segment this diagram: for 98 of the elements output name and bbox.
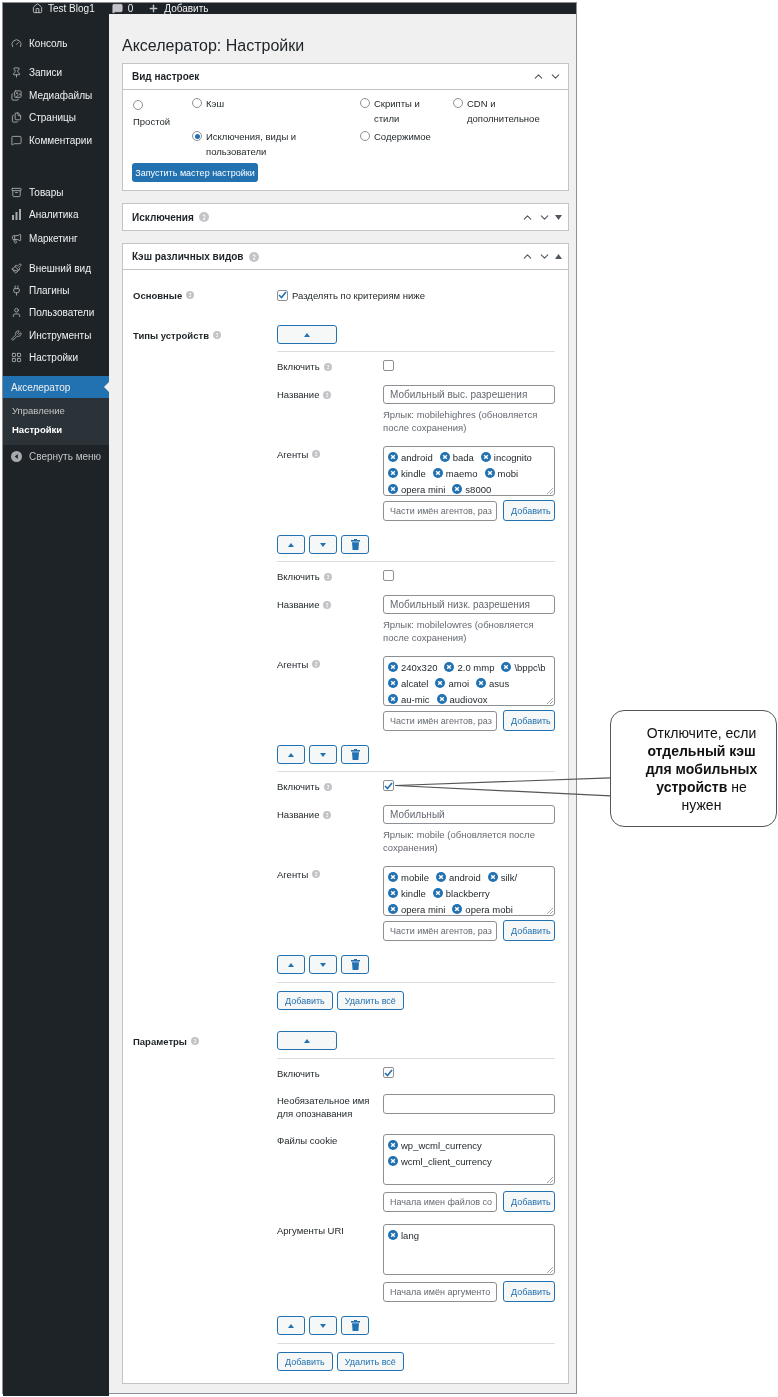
agent-name: incognito [493,451,532,463]
menu-item: Настройки [29,351,79,363]
option-label: Кэш [206,97,224,111]
field-label: Файлы cookie [277,1134,338,1147]
section-label: Типы устройств [133,329,209,341]
agent-name: blackberry [445,887,490,899]
delete-all-button: Удалить всё [336,991,404,1010]
active-menu-item: Акселератор [3,376,109,398]
option-label: Простой [133,115,171,129]
agent-name: maemo [445,467,478,479]
cookie-name: wcml_client_currency [401,1155,492,1167]
agent-name: opera mobi [465,903,513,915]
hint-text: Ярлык: mobile (обновляется после сохранения) [383,828,536,854]
add-button: Добавить [503,1191,555,1212]
agent-name: mobi [497,467,519,479]
input-field: Части имён агентов, раз [383,500,497,521]
panel-title: Исключения [132,211,194,223]
agent-name: silk/ [500,871,518,883]
section-label: Параметры [133,1035,187,1047]
agent-name: au-mic [401,693,430,705]
field-label: Аргументы URI [277,1224,344,1237]
agent-name: asus [489,677,510,689]
menu-item: Аналитика [29,208,79,220]
menu-item: Записи [29,66,63,78]
field-label: Агенты [277,657,309,671]
add-button: Добавить [277,1352,333,1371]
field-label: Включить [277,1067,320,1080]
panel-title: Вид настроек [132,71,200,82]
input-field: Начала имён аргументо [383,1281,497,1302]
field-label: Название [277,808,320,821]
agent-name: 2.0 mmp [457,661,495,673]
option-label: Содержимое [374,130,431,144]
agent-name: mobile [401,871,429,883]
agent-name: \bppc\b [514,661,546,673]
input-field: Части имён агентов, раз [383,920,497,941]
field-label: Включить [277,570,320,583]
agent-name: kindle [401,467,426,479]
agent-name: opera mini [401,903,446,915]
new-item-link: Добавить [164,3,209,14]
agent-name: 240x320 [401,661,438,673]
input-field: Части имён агентов, раз [383,710,497,731]
agent-name: audiovox [449,693,488,705]
add-button: Добавить [503,1281,555,1302]
menu-item: Страницы [29,111,76,123]
agent-name: android [449,871,481,883]
page-title: Акселератор: Настройки [122,36,306,56]
agent-name: alcatel [401,677,429,689]
input-field: Мобильный низк. разрешения [383,595,555,614]
field-label: Необязательное имя для опознавания [277,1094,371,1120]
field-label: Название [277,598,320,611]
field-label: Агенты [277,867,309,881]
menu-item: Свернуть меню [29,450,102,462]
menu-item: Консоль [29,37,68,49]
add-button: Добавить [503,710,555,731]
option-label: Скрипты и стили [374,97,421,126]
input-field: Мобильный [383,805,555,824]
agent-name: kindle [401,887,426,899]
callout-pointer [394,777,612,797]
menu-item: Медиафайлы [29,89,93,101]
hint-text: Ярлык: mobilehighres (обновляется после сохранения) [383,408,539,434]
add-button: Добавить [503,500,555,521]
checkbox-label: Разделять по критериям ниже [292,288,425,302]
field-label: Агенты [277,447,309,461]
agent-name: bada [452,451,474,463]
submenu-item: Управление [11,404,66,418]
add-button: Добавить [277,991,333,1010]
checkbox [383,780,394,791]
input-field: Мобильный выс. разрешения [383,385,555,404]
field-label: Включить [277,780,320,793]
input-field: Начала имен файлов co [383,1191,497,1212]
panel-title: Кэш различных видов [132,251,244,262]
comment-count: 0 [127,3,134,14]
menu-item: Маркетинг [29,232,78,244]
section-label: Основные [133,289,183,301]
callout-box [610,710,777,827]
wizard-button: Запустить мастер настройки [132,163,258,182]
menu-item: Товары [29,186,64,198]
agent-name: amoi [448,677,470,689]
menu-item: Внешний вид [29,262,91,274]
agent-name: android [401,451,433,463]
argument-name: lang [401,1229,419,1241]
menu-item: Плагины [29,284,70,296]
agent-name: s8000 [465,483,492,495]
submenu-item: Настройки [11,423,64,437]
site-name: Test Blog1 [48,3,95,14]
menu-item: Комментарии [29,134,92,146]
hint-text: Ярлык: mobilelowres (обновляется после сохранения) [383,618,535,644]
menu-item: Пользователи [29,306,95,318]
menu-item: Инструменты [29,329,92,341]
option-label: CDN и дополнительное [467,97,541,126]
field-label: Включить [277,360,320,373]
delete-all-button: Удалить всё [336,1352,404,1371]
cookie-name: wp_wcml_currency [401,1139,482,1151]
field-label: Название [277,388,320,401]
agent-name: opera mini [401,483,446,495]
callout-text: Отключите, если отдельный кэш для мобильных устройств не нужен [644,723,759,814]
add-button: Добавить [503,920,555,941]
option-label: Исключения, виды и пользователи [206,130,298,159]
